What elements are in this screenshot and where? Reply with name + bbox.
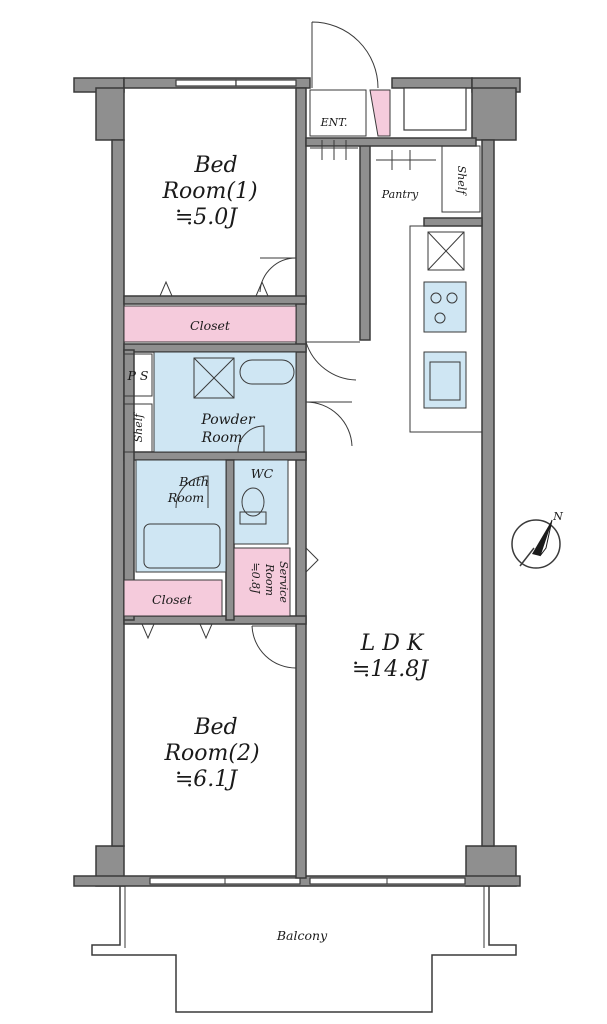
shelf-right: Shelf [441, 145, 481, 213]
ldk-size: ≒14.8J [352, 657, 429, 682]
service-room-size: ≒0.8J [249, 562, 262, 594]
sink [423, 351, 467, 409]
service-room: Service Room ≒0.8J [233, 546, 319, 617]
bedroom-1: Bed Room(1) ≒5.0J [159, 153, 269, 297]
entrance-label: ENT. [320, 116, 348, 129]
stove [423, 281, 467, 333]
interior-walls [123, 87, 483, 879]
balcony: Balcony [91, 882, 517, 1013]
closet-2-label: Closet [152, 592, 193, 607]
bedroom-2-name: Bed [193, 715, 237, 740]
closet-2: Closet [123, 579, 223, 640]
bath-room-line2: Room [167, 490, 204, 505]
wc: WC [233, 459, 289, 545]
entrance-step [369, 89, 391, 137]
bedroom-1-size: ≒5.0J [175, 205, 238, 230]
powder-room-line2: Room [201, 430, 243, 446]
ldk: L D K ≒14.8J [352, 631, 429, 682]
pantry: Pantry [376, 150, 436, 201]
bedroom-2-size: ≒6.1J [175, 767, 238, 792]
service-room-line2: Room [263, 563, 276, 596]
ldk-name: L D K [360, 631, 425, 656]
bedroom-2: Bed Room(2) ≒6.1J [163, 715, 259, 792]
closet-1: Closet [123, 305, 297, 343]
balcony-label: Balcony [276, 928, 328, 943]
bedroom-2-name2: Room(2) [163, 741, 259, 766]
kitchen [409, 225, 483, 433]
bedroom-1-name2: Room(1) [161, 179, 257, 204]
ps-label: P S [127, 368, 149, 383]
wc-label: WC [251, 466, 274, 481]
shelf-right-label: Shelf [455, 166, 468, 197]
pantry-label: Pantry [381, 188, 419, 201]
powder-room: Powder Room [153, 351, 297, 453]
compass-label: N [552, 510, 563, 523]
bath-room: Bath Room [135, 459, 227, 573]
bath-room-line1: Bath [178, 474, 209, 489]
windows [149, 79, 467, 885]
shelf-left: Shelf [123, 403, 153, 453]
shelf-left-label: Shelf [132, 412, 145, 443]
closet-1-label: Closet [190, 318, 231, 333]
entrance-area: ENT. [251, 21, 391, 669]
bedroom-1-name: Bed [193, 153, 237, 178]
north-arrow-icon: N [511, 510, 563, 569]
service-room-line1: Service [277, 561, 290, 603]
powder-room-line1: Powder [200, 412, 256, 428]
pipe-space: P S [123, 353, 153, 397]
